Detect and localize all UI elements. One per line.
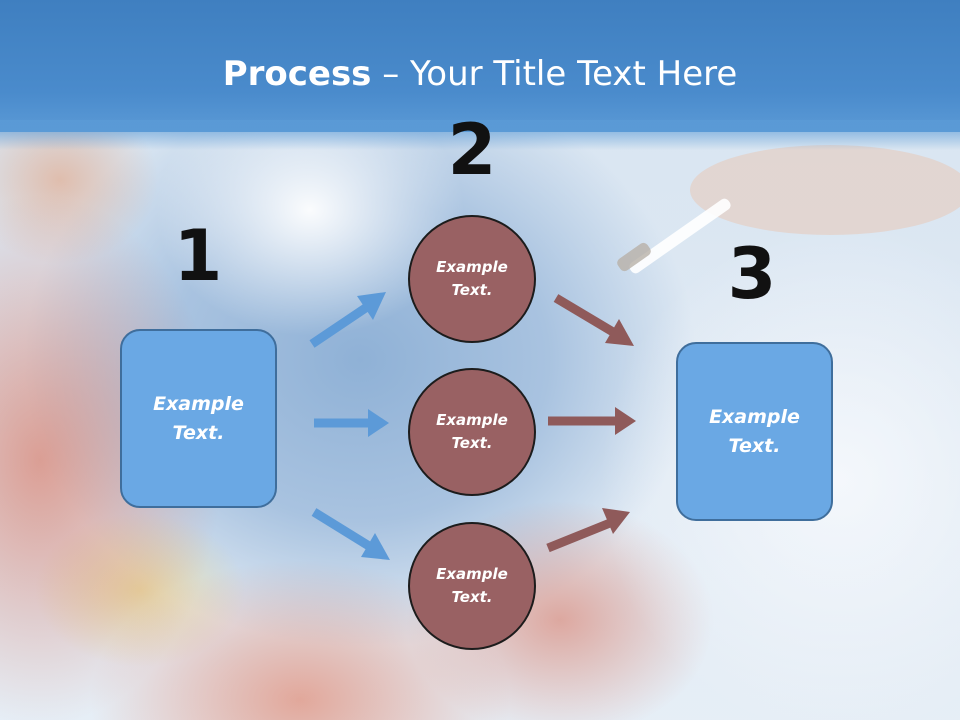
step-number-2: 2 [447,109,497,191]
brown-arrow-mid-head [615,407,636,435]
brown-arrow-down [546,518,612,553]
title-bold: Process [222,54,372,94]
blue-arrow-mid-head [368,409,389,437]
right-box-line1: Example [709,405,800,428]
step-number-3: 3 [727,233,777,315]
blue-arrow-down [311,508,372,550]
brown-arrow-up-head [605,319,634,346]
brown-arrow-up [553,294,616,336]
blue-arrow-down-head [361,533,390,560]
process-circle-middle: Example Text. [408,368,536,496]
header-bar [0,0,960,132]
right-box-line2: Text. [728,434,781,457]
process-circle-top: Example Text. [408,215,536,343]
header-fade [0,120,960,150]
process-circle-bottom: Example Text. [408,522,536,650]
title-rest: – Your Title Text Here [371,54,738,94]
left-process-box: Example Text. [120,329,277,508]
paintbrush-hand-image [617,145,960,274]
right-process-box: Example Text. [676,342,833,521]
circle-middle-line1: Example [436,411,508,429]
brown-arrows [546,294,636,553]
step-number-1: 1 [173,215,223,297]
circle-middle-line2: Text. [451,434,493,452]
circle-top-line1: Example [436,258,508,276]
circle-bottom-line1: Example [436,565,508,583]
slide-title: Process – Your Title Text Here [0,52,960,96]
blue-arrows [309,292,390,560]
left-box-line1: Example [153,392,244,415]
brown-arrow-down-head [602,508,630,534]
circle-bottom-line2: Text. [451,588,493,606]
circle-top-line2: Text. [451,281,493,299]
left-box-line2: Text. [172,421,225,444]
blue-arrow-up-head [357,292,386,320]
blue-arrow-up [309,303,370,348]
